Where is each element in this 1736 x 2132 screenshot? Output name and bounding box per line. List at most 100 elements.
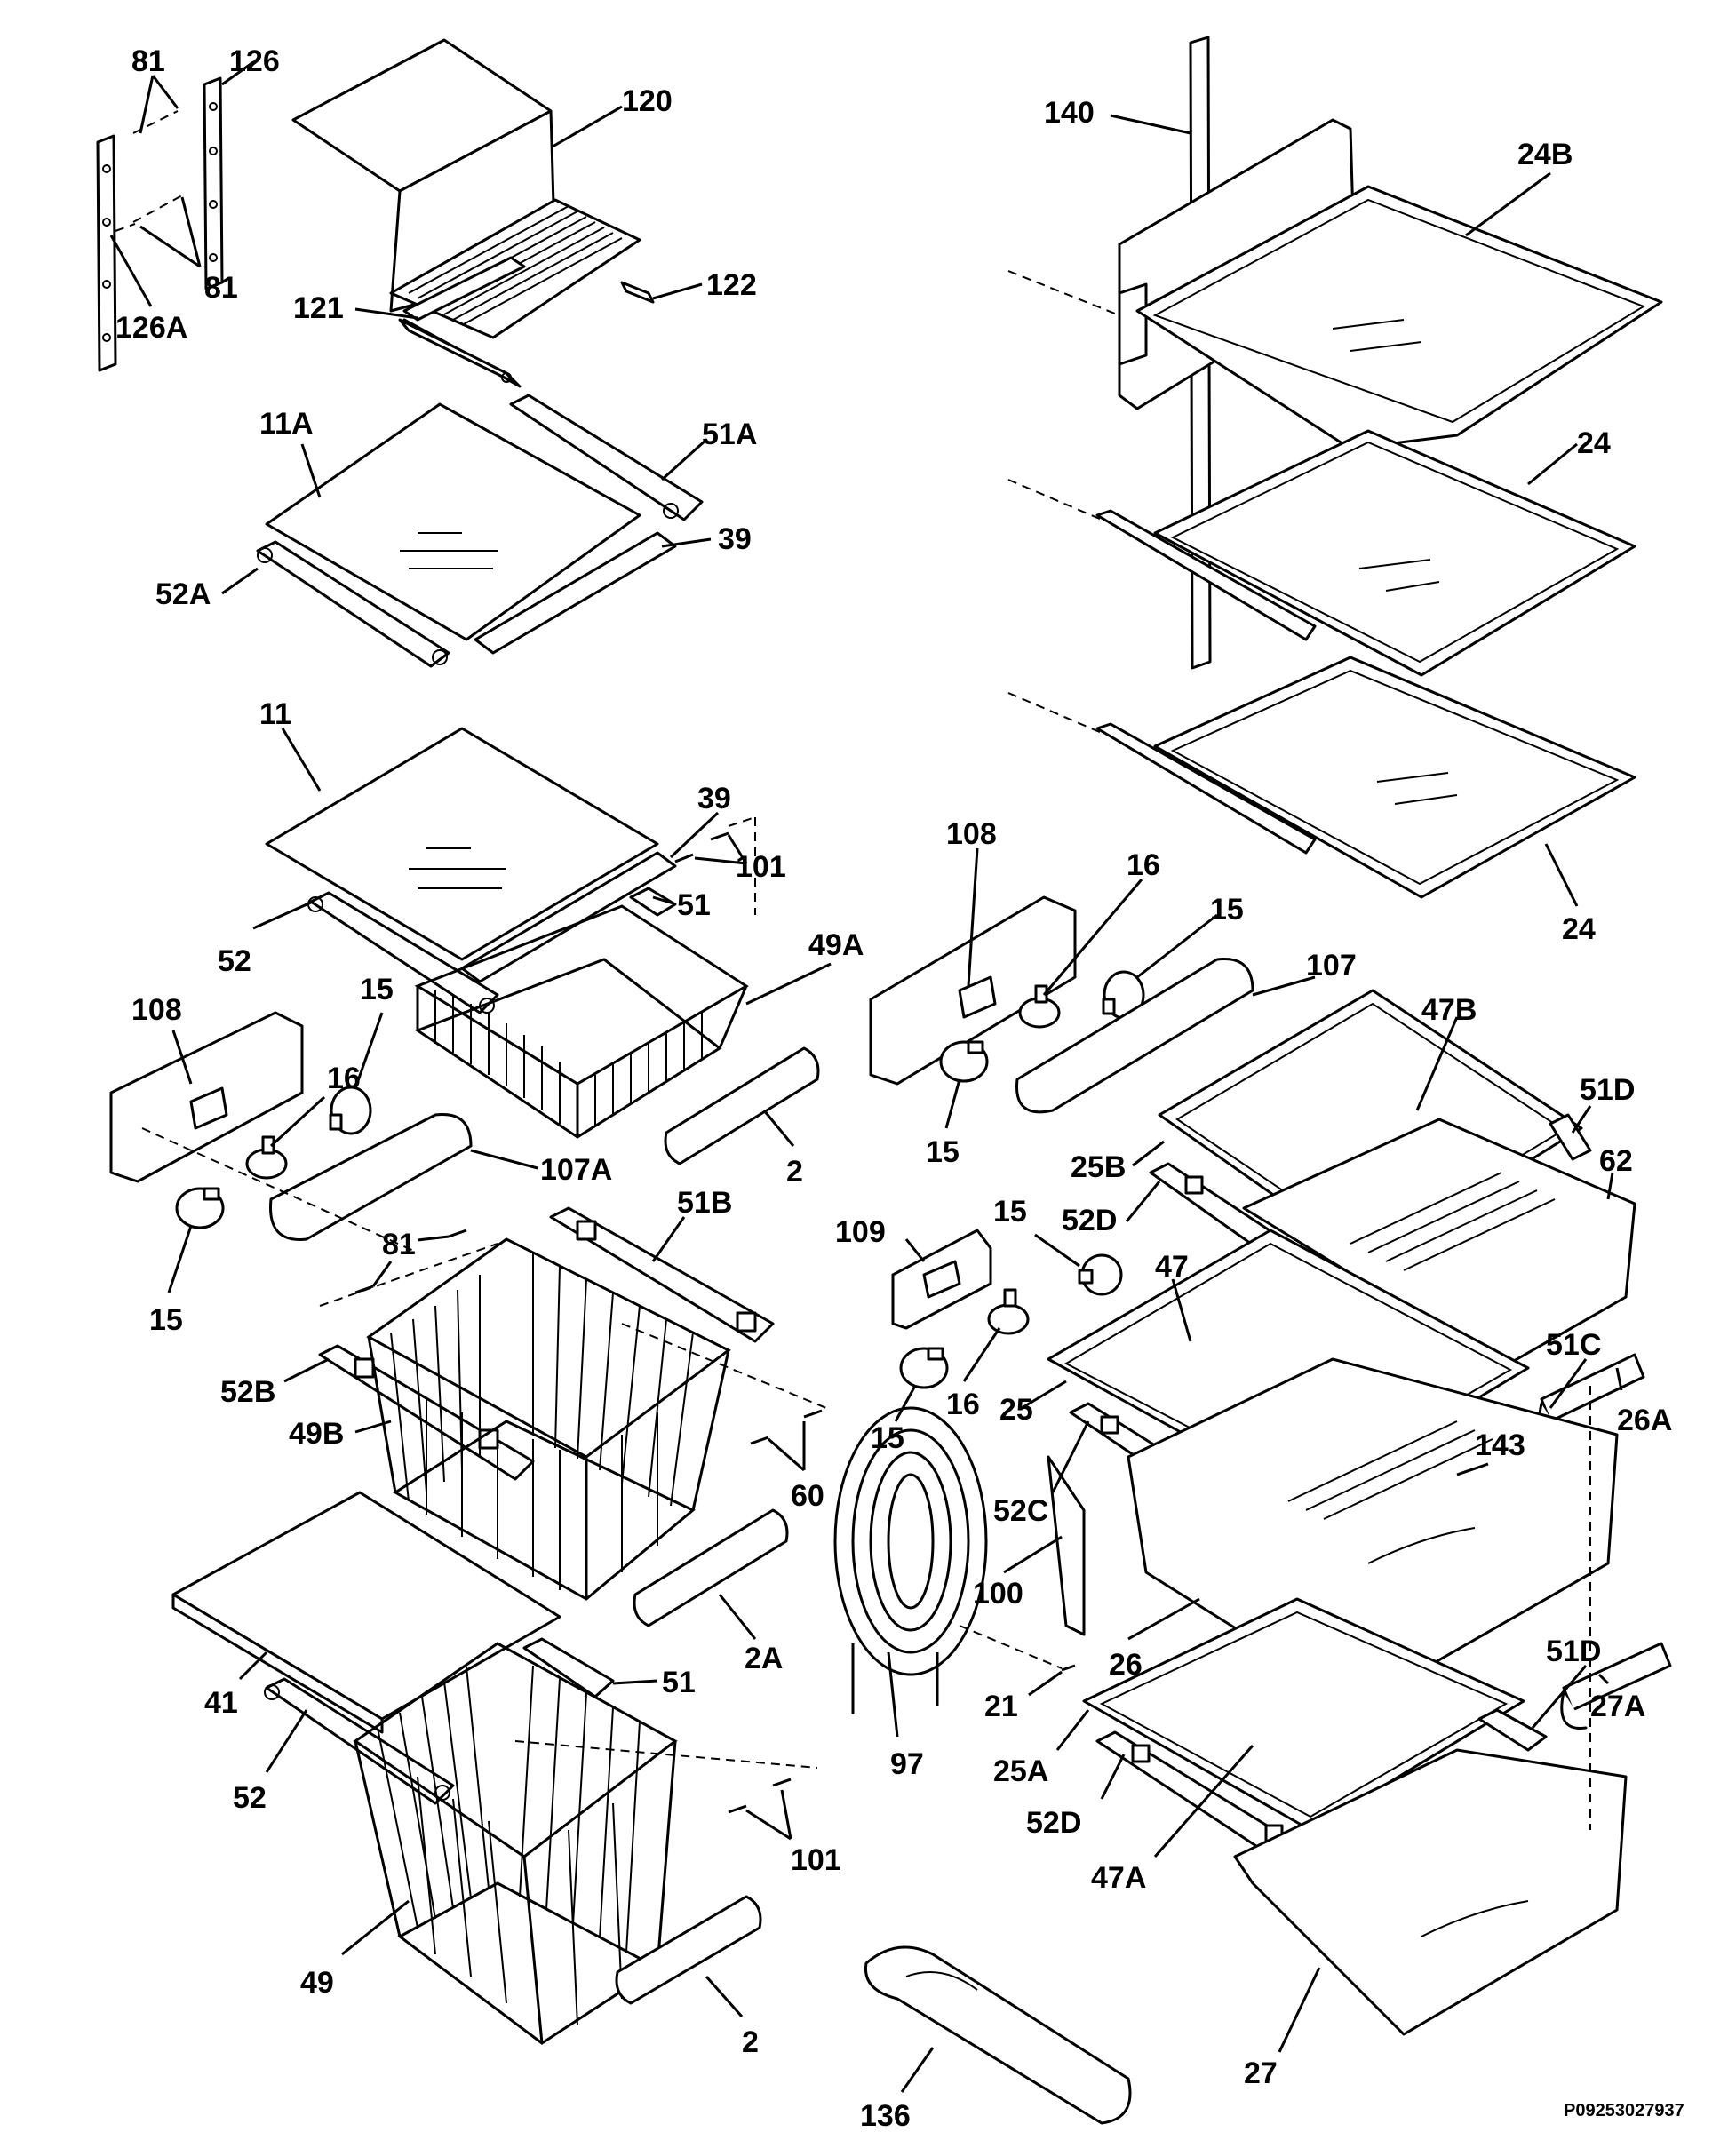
shelf-24-mid-drawing (1007, 429, 1636, 677)
callout-47: 47 (1155, 1250, 1189, 1284)
rail-51a-drawing (509, 394, 704, 521)
callout-16: 16 (327, 1062, 361, 1095)
callout-81: 81 (204, 271, 238, 305)
callout-2a: 2A (745, 1642, 783, 1675)
callout-51d: 51D (1546, 1635, 1601, 1668)
bulb-15-right-mid-drawing (1078, 1253, 1123, 1296)
callout-27a: 27A (1590, 1690, 1645, 1723)
callout-11: 11 (259, 697, 291, 731)
bulb-15-right-left-drawing (939, 1040, 989, 1083)
callout-47b: 47B (1421, 993, 1477, 1027)
cover-2-top-drawing (664, 1046, 820, 1165)
bulb-15-left-a-drawing (329, 1086, 372, 1135)
callout-16: 16 (1127, 848, 1160, 882)
screws-81-mid-drawing (319, 1229, 498, 1307)
light-housing-108-left-drawing (109, 1011, 304, 1183)
basket-49a-drawing (414, 904, 749, 1139)
crisper-cover-47a-drawing (1082, 1597, 1525, 1832)
callout-52b: 52B (220, 1375, 275, 1409)
callout-25b: 25B (1071, 1150, 1126, 1184)
callout-15: 15 (871, 1421, 904, 1455)
rail-52-top-drawing (307, 891, 499, 1014)
callout-100: 100 (973, 1577, 1023, 1611)
callout-101: 101 (736, 850, 786, 884)
callout-39: 39 (718, 522, 752, 556)
callout-52a: 52A (155, 577, 211, 611)
callout-27: 27 (1244, 2056, 1278, 2090)
callout-15: 15 (360, 973, 394, 1006)
shelf-glass-11-drawing (265, 727, 659, 961)
strip-39-mid-drawing (460, 851, 677, 983)
leader-lines (109, 60, 1623, 2093)
callout-26: 26 (1109, 1648, 1143, 1682)
tab-100-drawing (1047, 1455, 1086, 1636)
callout-51: 51 (677, 888, 711, 922)
callout-126a: 126A (115, 311, 187, 345)
shelf-24b-drawing (1007, 118, 1663, 450)
callout-49: 49 (300, 1966, 334, 2000)
callout-62: 62 (1599, 1144, 1633, 1178)
callout-41: 41 (204, 1686, 238, 1720)
light-left-guide-line (141, 1127, 418, 1253)
callout-47a: 47A (1091, 1861, 1146, 1895)
callout-11a: 11A (259, 407, 314, 441)
callout-51: 51 (662, 1666, 696, 1699)
callout-25: 25 (999, 1393, 1033, 1427)
drawer-27-drawing (1233, 1748, 1628, 2036)
guard-136-drawing (864, 1945, 1132, 2125)
rail-51d-bottom-drawing (1477, 1708, 1548, 1752)
callout-109: 109 (835, 1215, 886, 1249)
callout-120: 120 (622, 84, 673, 118)
callout-21: 21 (984, 1690, 1018, 1723)
callout-24b: 24B (1517, 138, 1573, 171)
drawer-62-drawing (1242, 1118, 1636, 1405)
rail-122-drawing (620, 281, 655, 304)
light-cover-107-drawing (1015, 957, 1254, 1114)
shelf-41-drawing (171, 1491, 561, 1734)
shelf-120-drawing (291, 38, 641, 388)
callout-24: 24 (1577, 426, 1611, 460)
screws-101-top-drawing (674, 816, 756, 915)
callout-51a: 51A (702, 418, 757, 451)
callout-2: 2 (742, 2025, 759, 2059)
callout-81: 81 (131, 44, 165, 78)
basket-49-drawing (353, 1642, 678, 2045)
callout-15: 15 (1210, 893, 1244, 927)
tubing-coil-97-drawing (833, 1406, 988, 1714)
light-shield-109-drawing (891, 1229, 992, 1330)
callout-2: 2 (786, 1155, 803, 1189)
screws-60-drawing (621, 1323, 827, 1445)
callout-97: 97 (890, 1747, 924, 1781)
callout-24: 24 (1562, 912, 1596, 946)
callout-107a: 107A (540, 1153, 612, 1187)
part-callout-labels: 81 126 120 81 122 126A 121 11A 51A 39 52… (115, 44, 1672, 2132)
bracket-126-drawing (96, 76, 224, 372)
bulb-15-right-low-drawing (899, 1347, 949, 1389)
lamp-socket-16-right-top-drawing (1018, 984, 1061, 1029)
callout-16: 16 (946, 1388, 980, 1421)
lamp-socket-16-left-drawing (245, 1135, 288, 1180)
callout-26a: 26A (1617, 1404, 1672, 1437)
callout-60: 60 (791, 1479, 824, 1513)
rail-51-bottom-drawing (522, 1637, 615, 1698)
callout-101: 101 (791, 1843, 841, 1877)
shelf-glass-11a-drawing (265, 402, 641, 641)
callout-51c: 51C (1546, 1328, 1601, 1362)
rail-52a-drawing (256, 540, 450, 668)
cover-2a-drawing (633, 1508, 789, 1627)
callout-52d: 52D (1026, 1806, 1081, 1840)
screw-21-drawing (959, 1625, 1076, 1672)
callout-15: 15 (926, 1135, 960, 1169)
callout-140: 140 (1044, 96, 1095, 130)
callout-136: 136 (860, 2099, 911, 2132)
rail-121-drawing (398, 318, 515, 384)
callout-51d: 51D (1580, 1073, 1635, 1107)
callout-126: 126 (229, 44, 280, 78)
screws-101-bottom-drawing (514, 1740, 818, 1814)
callout-107: 107 (1306, 949, 1357, 982)
callout-121: 121 (293, 291, 344, 325)
rail-52-bottom-drawing (264, 1677, 455, 1805)
callout-39: 39 (697, 782, 731, 815)
callout-15: 15 (993, 1195, 1027, 1229)
